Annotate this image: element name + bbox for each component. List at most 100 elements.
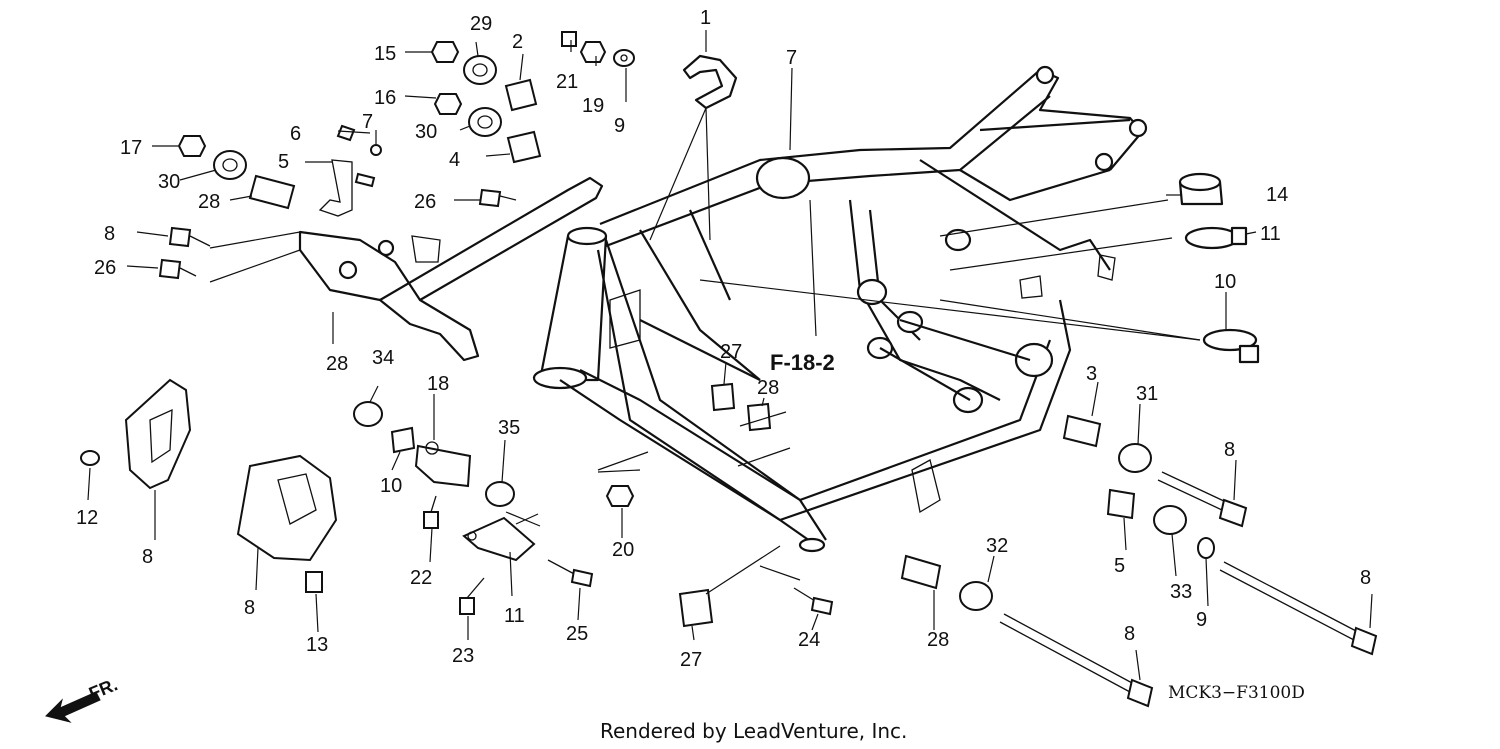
rubber-mount-8a[interactable]: [463, 55, 497, 85]
callout-13: 6: [290, 123, 301, 145]
nut-28-group[interactable]: [177, 41, 635, 507]
bolt-part-32[interactable]: [547, 559, 594, 588]
screw-part-26b[interactable]: [305, 571, 323, 593]
callout-2: 7: [786, 47, 797, 69]
callout-29: 21: [556, 71, 578, 93]
callout-8a: 29: [470, 13, 492, 35]
rubber-mount-8e[interactable]: [1153, 505, 1187, 535]
callout-27: 14: [1266, 184, 1288, 206]
callout-33: 26: [414, 191, 436, 213]
long-bolt-part-18[interactable]: [1157, 471, 1248, 528]
callout-11a: 4: [449, 149, 460, 171]
bracket-part-3[interactable]: [462, 516, 536, 562]
bolt-part-30b[interactable]: [459, 577, 485, 615]
callout-3: 11: [504, 605, 525, 627]
callout-28d: 19: [582, 95, 604, 117]
cover-part-15[interactable]: [124, 378, 192, 490]
callout-7a: 28: [198, 191, 220, 213]
collar-part-5a[interactable]: [710, 382, 736, 412]
callout-18: 8: [1224, 439, 1235, 461]
callout-8b: 30: [415, 121, 437, 143]
clamp-part-24[interactable]: [1202, 328, 1260, 364]
callout-26a: 12: [76, 507, 98, 529]
label-plate-part-35[interactable]: [678, 588, 714, 628]
callout-12: 5: [278, 151, 289, 173]
callout-17: 8: [1360, 567, 1371, 589]
washer-part-22[interactable]: [613, 49, 635, 67]
bolt-part-13[interactable]: [336, 124, 356, 142]
callout-34: 26: [94, 257, 116, 279]
rubber-mount-8c[interactable]: [213, 150, 247, 180]
bolt-part-34[interactable]: [158, 258, 197, 280]
nut-part-14[interactable]: [370, 144, 382, 156]
callout-16: 8: [244, 597, 255, 619]
callout-15: 8: [142, 546, 153, 568]
callout-8c: 30: [158, 171, 180, 193]
callout-24: 10: [1214, 271, 1236, 293]
clip-part-12[interactable]: [318, 159, 376, 217]
callout-7b: 28: [927, 629, 949, 651]
band-clip-part-1[interactable]: [682, 54, 738, 110]
callout-6: 28: [326, 353, 348, 375]
callout-19: 8: [1124, 623, 1135, 645]
callout-8e: 32: [986, 535, 1008, 557]
clamp-part-27[interactable]: [1178, 172, 1224, 206]
rubber-mount-8d[interactable]: [1118, 443, 1152, 473]
callout-9b: 35: [498, 417, 520, 439]
callout-8f: 33: [1170, 581, 1192, 603]
screw-part-26a[interactable]: [80, 450, 100, 466]
washer-part-21[interactable]: [1197, 537, 1215, 559]
callout-23: 10: [380, 475, 402, 497]
grommet-part-9b[interactable]: [485, 481, 515, 507]
callout-9a: 34: [372, 347, 394, 369]
cover-part-16[interactable]: [236, 454, 338, 562]
callout-11b: 5: [1114, 555, 1125, 577]
bolt-part-30a[interactable]: [423, 495, 439, 529]
callout-28e: 20: [612, 539, 634, 561]
callout-5b: 28: [757, 377, 779, 399]
bolt-part-31[interactable]: [793, 587, 834, 616]
callout-30b: 23: [452, 645, 474, 667]
direction-label: FR.: [86, 674, 120, 703]
callout-10a: 2: [512, 31, 523, 53]
callout-26b: 13: [306, 634, 328, 656]
bolt-part-33[interactable]: [478, 188, 517, 208]
callout-labels: 1 7 11 18 27 28 28 28 28 29 30 30 31 32 …: [76, 7, 1371, 671]
callout-8d: 31: [1136, 383, 1158, 405]
left-frame-bracket[interactable]: [298, 176, 604, 362]
callout-30a: 22: [410, 567, 432, 589]
callout-32: 25: [566, 623, 588, 645]
long-bolt-part-19[interactable]: [999, 613, 1154, 708]
grommet-part-9a[interactable]: [353, 401, 383, 427]
bolt-part-20[interactable]: [168, 226, 211, 248]
callout-21: 9: [1196, 609, 1207, 631]
collar-part-29[interactable]: [561, 31, 577, 47]
rubber-mount-8f[interactable]: [959, 581, 993, 611]
callout-28b: 16: [374, 87, 396, 109]
collar-part-5b[interactable]: [746, 402, 772, 432]
diagram-code: MCK3−F3100D: [1168, 683, 1305, 703]
leader-lines: [87, 30, 1373, 681]
callout-25: 11: [1260, 223, 1281, 245]
long-bolt-part-17[interactable]: [1219, 561, 1378, 656]
callout-31: 24: [798, 629, 820, 651]
threaded-collar-group[interactable]: [248, 78, 1136, 590]
callout-1: 1: [700, 7, 711, 29]
callout-35: 27: [680, 649, 702, 671]
rubber-mount-8b[interactable]: [468, 107, 502, 137]
collar-part-23[interactable]: [390, 426, 416, 454]
callout-4: 18: [427, 373, 449, 395]
callout-5a: 27: [720, 341, 742, 363]
credit-text: Rendered by LeadVenture, Inc.: [600, 719, 907, 743]
clamp-part-25[interactable]: [1184, 226, 1248, 250]
callout-14: 7: [362, 111, 373, 133]
callout-10b: 3: [1086, 363, 1097, 385]
callout-28c: 17: [120, 137, 142, 159]
main-frame[interactable]: [532, 65, 1148, 553]
callout-22: 9: [614, 115, 625, 137]
plate-part-4[interactable]: [414, 441, 472, 488]
reference-label[interactable]: F-18-2: [770, 350, 835, 375]
front-direction-arrow-icon: FR.: [45, 674, 120, 723]
callout-20: 8: [104, 223, 115, 245]
